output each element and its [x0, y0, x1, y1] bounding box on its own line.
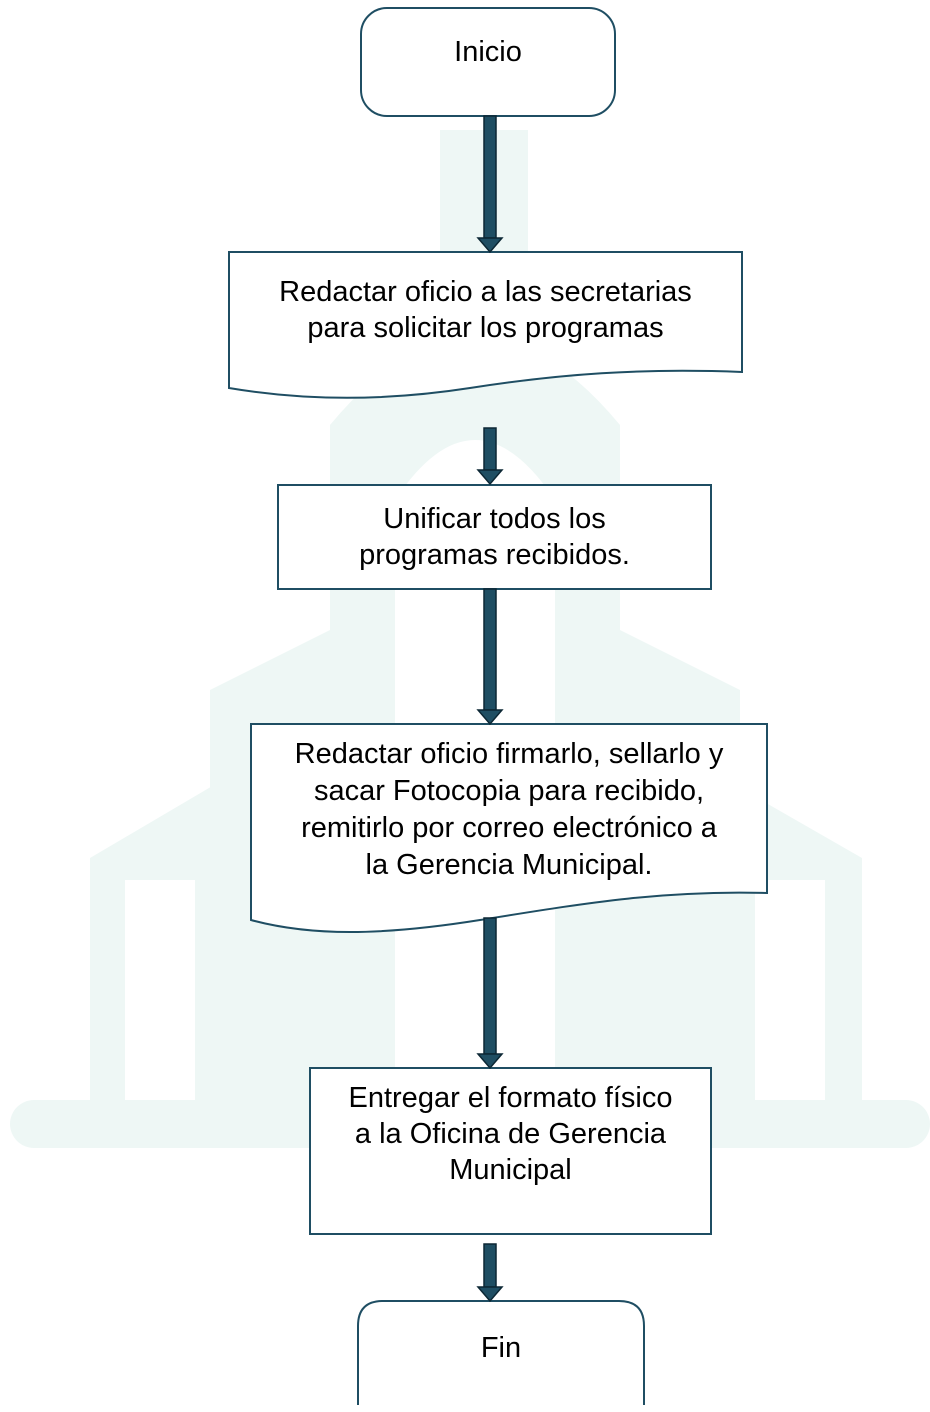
step2-node	[277, 484, 712, 590]
arrow-step1-to-step2	[476, 427, 504, 486]
start-label: Inicio	[454, 36, 522, 68]
step4-node	[309, 1067, 712, 1235]
arrow-step2-to-step3	[476, 588, 504, 726]
step3-label: Redactar oficio firmarlo, sellarlo y sac…	[294, 738, 724, 881]
step2-label: Unificar todos los programas recibidos.	[359, 503, 630, 571]
arrow-step4-to-end	[476, 1243, 504, 1303]
end-node	[357, 1300, 645, 1405]
step1-node	[228, 251, 743, 399]
arrow-step3-to-step4	[476, 917, 504, 1070]
step4-label: Entregar el formato físico a la Oficina …	[348, 1082, 673, 1186]
step1-label: Redactar oficio a las secretarias para s…	[279, 276, 692, 344]
arrow-start-to-step1	[476, 115, 504, 254]
end-label: Fin	[480, 1332, 522, 1364]
